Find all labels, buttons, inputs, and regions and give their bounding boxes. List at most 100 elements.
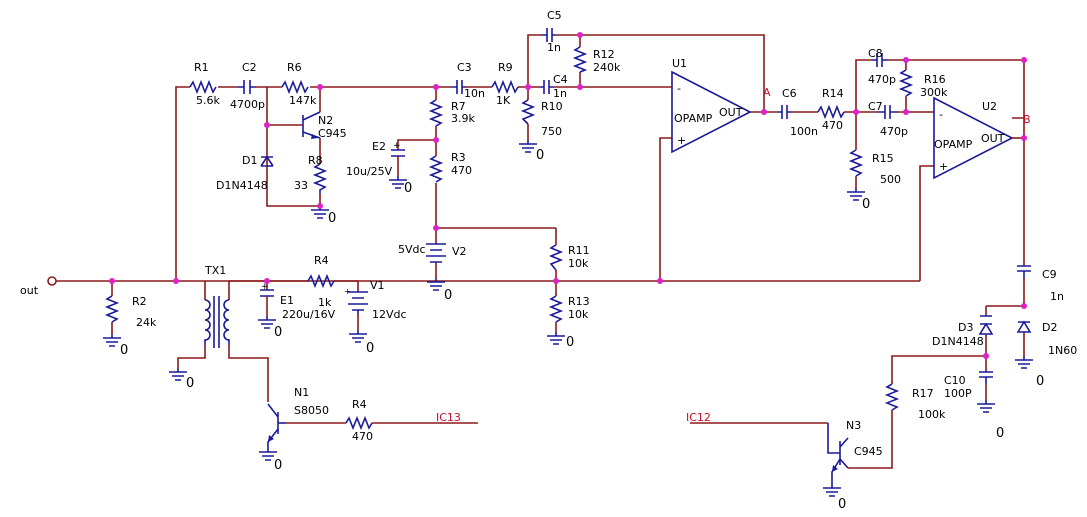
batteries: + xyxy=(344,243,446,314)
diode-d1 xyxy=(260,155,274,167)
node-b-label: B xyxy=(1023,113,1031,126)
c7-ref: C7 xyxy=(868,100,883,113)
c9-ref: C9 xyxy=(1042,268,1057,281)
d2-ref: D2 xyxy=(1042,321,1057,334)
d3-ref: D3 xyxy=(958,321,973,334)
r12-value: 240k xyxy=(593,61,621,74)
ic12-label: IC12 xyxy=(686,411,711,424)
out-label: out xyxy=(20,284,39,297)
diode-d3 xyxy=(978,315,994,335)
opamps: - + OPAMP OUT - + OPAMP OUT xyxy=(671,70,1024,180)
capacitor-c8 xyxy=(872,53,888,67)
ground-labels: 0 0 0 0 0 0 0 0 0 0 0 0 0 0 xyxy=(120,148,1044,512)
r13-ref: R13 xyxy=(568,295,590,308)
ground-label: 0 xyxy=(444,288,452,303)
r2-value: 24k xyxy=(136,316,157,329)
r3-ref: R3 xyxy=(451,151,466,164)
n2-ref: N2 xyxy=(318,114,333,127)
r9-value: 1K xyxy=(496,94,511,107)
c4-value: 1n xyxy=(553,87,567,100)
u2-plus-label: + xyxy=(939,160,948,173)
r6-ref: R6 xyxy=(287,61,302,74)
u1-plus-label: + xyxy=(677,134,686,147)
opamp-u2: - + OPAMP OUT xyxy=(933,96,1014,180)
transistor-n3 xyxy=(827,423,849,484)
r10-value: 750 xyxy=(541,125,562,138)
component-labels: R1 5.6k C2 4700p R6 147k N2 C945 D1 D1N4… xyxy=(132,9,1077,458)
grounds xyxy=(103,140,1033,497)
r7-value: 3.9k xyxy=(451,112,475,125)
resistor-r9 xyxy=(491,79,519,95)
r10-ref: R10 xyxy=(541,100,563,113)
battery-v2 xyxy=(426,243,446,263)
diode-d2 xyxy=(1016,320,1032,333)
capacitor-c3 xyxy=(452,80,466,94)
r8-ref: R8 xyxy=(308,154,323,167)
u1-ref: U1 xyxy=(672,57,687,70)
resistor-r17 xyxy=(884,383,900,411)
r12-ref: R12 xyxy=(593,48,615,61)
ground-label: 0 xyxy=(862,197,870,212)
r6-value: 147k xyxy=(289,94,317,107)
n1-ref: N1 xyxy=(294,386,309,399)
capacitor-c10 xyxy=(979,371,993,384)
ground-icon xyxy=(259,448,277,461)
c2-ref: C2 xyxy=(242,61,257,74)
n3-value: C945 xyxy=(854,445,883,458)
capacitor-c9 xyxy=(1017,265,1031,278)
ground-icon xyxy=(547,332,565,345)
e2-value: 10u/25V xyxy=(346,165,393,178)
c10-ref: C10 xyxy=(944,374,966,387)
resistor-r4b xyxy=(345,415,373,431)
out-terminal xyxy=(47,276,57,286)
r2-ref: R2 xyxy=(132,295,147,308)
ground-label: 0 xyxy=(120,343,128,358)
r15-ref: R15 xyxy=(872,152,894,165)
ground-label: 0 xyxy=(838,497,846,512)
v1-value: 12Vdc xyxy=(372,308,407,321)
ground-label: 0 xyxy=(186,376,194,391)
r16-value: 300k xyxy=(920,86,948,99)
u2-ref: U2 xyxy=(982,100,997,113)
u2-type-label: OPAMP xyxy=(934,138,973,151)
r1-value: 5.6k xyxy=(196,94,220,107)
transistors xyxy=(267,111,849,484)
e2-ref: E2 xyxy=(372,140,386,153)
resistor-r13 xyxy=(548,295,564,323)
resistor-r2 xyxy=(104,295,120,323)
ground-icon xyxy=(103,334,121,347)
v1-ref: V1 xyxy=(370,279,385,292)
r17-value: 100k xyxy=(918,408,946,421)
capacitor-c7 xyxy=(878,105,898,119)
resistor-r12 xyxy=(572,46,588,73)
ground-icon xyxy=(389,176,407,189)
ground-label: 0 xyxy=(404,181,412,196)
n3-ref: N3 xyxy=(846,419,861,432)
svg-text:+: + xyxy=(393,141,401,151)
c2-value: 4700p xyxy=(230,98,265,111)
ground-label: 0 xyxy=(274,458,282,473)
resistors xyxy=(104,46,914,431)
ground-icon xyxy=(519,140,537,153)
r8-value: 33 xyxy=(294,179,308,192)
n1-value: S8050 xyxy=(294,404,329,417)
c6-value: 100n xyxy=(790,125,818,138)
junctions xyxy=(109,32,1027,359)
r3-value: 470 xyxy=(451,164,472,177)
resistor-r10 xyxy=(520,99,536,125)
v2-ref: V2 xyxy=(452,245,467,258)
capacitor-c4 xyxy=(540,80,554,94)
r13-value: 10k xyxy=(568,308,589,321)
e1-value: 220u/16V xyxy=(282,308,336,321)
u2-minus-label: - xyxy=(939,108,943,121)
ground-label: 0 xyxy=(996,426,1004,441)
u2-out-label: OUT xyxy=(981,132,1005,145)
ground-icon xyxy=(169,368,187,381)
r11-value: 10k xyxy=(568,257,589,270)
r9-ref: R9 xyxy=(498,61,513,74)
d3-value: D1N4148 xyxy=(932,335,984,348)
resistor-r8 xyxy=(312,163,328,194)
ground-label: 0 xyxy=(536,148,544,163)
ground-icon xyxy=(847,188,865,201)
